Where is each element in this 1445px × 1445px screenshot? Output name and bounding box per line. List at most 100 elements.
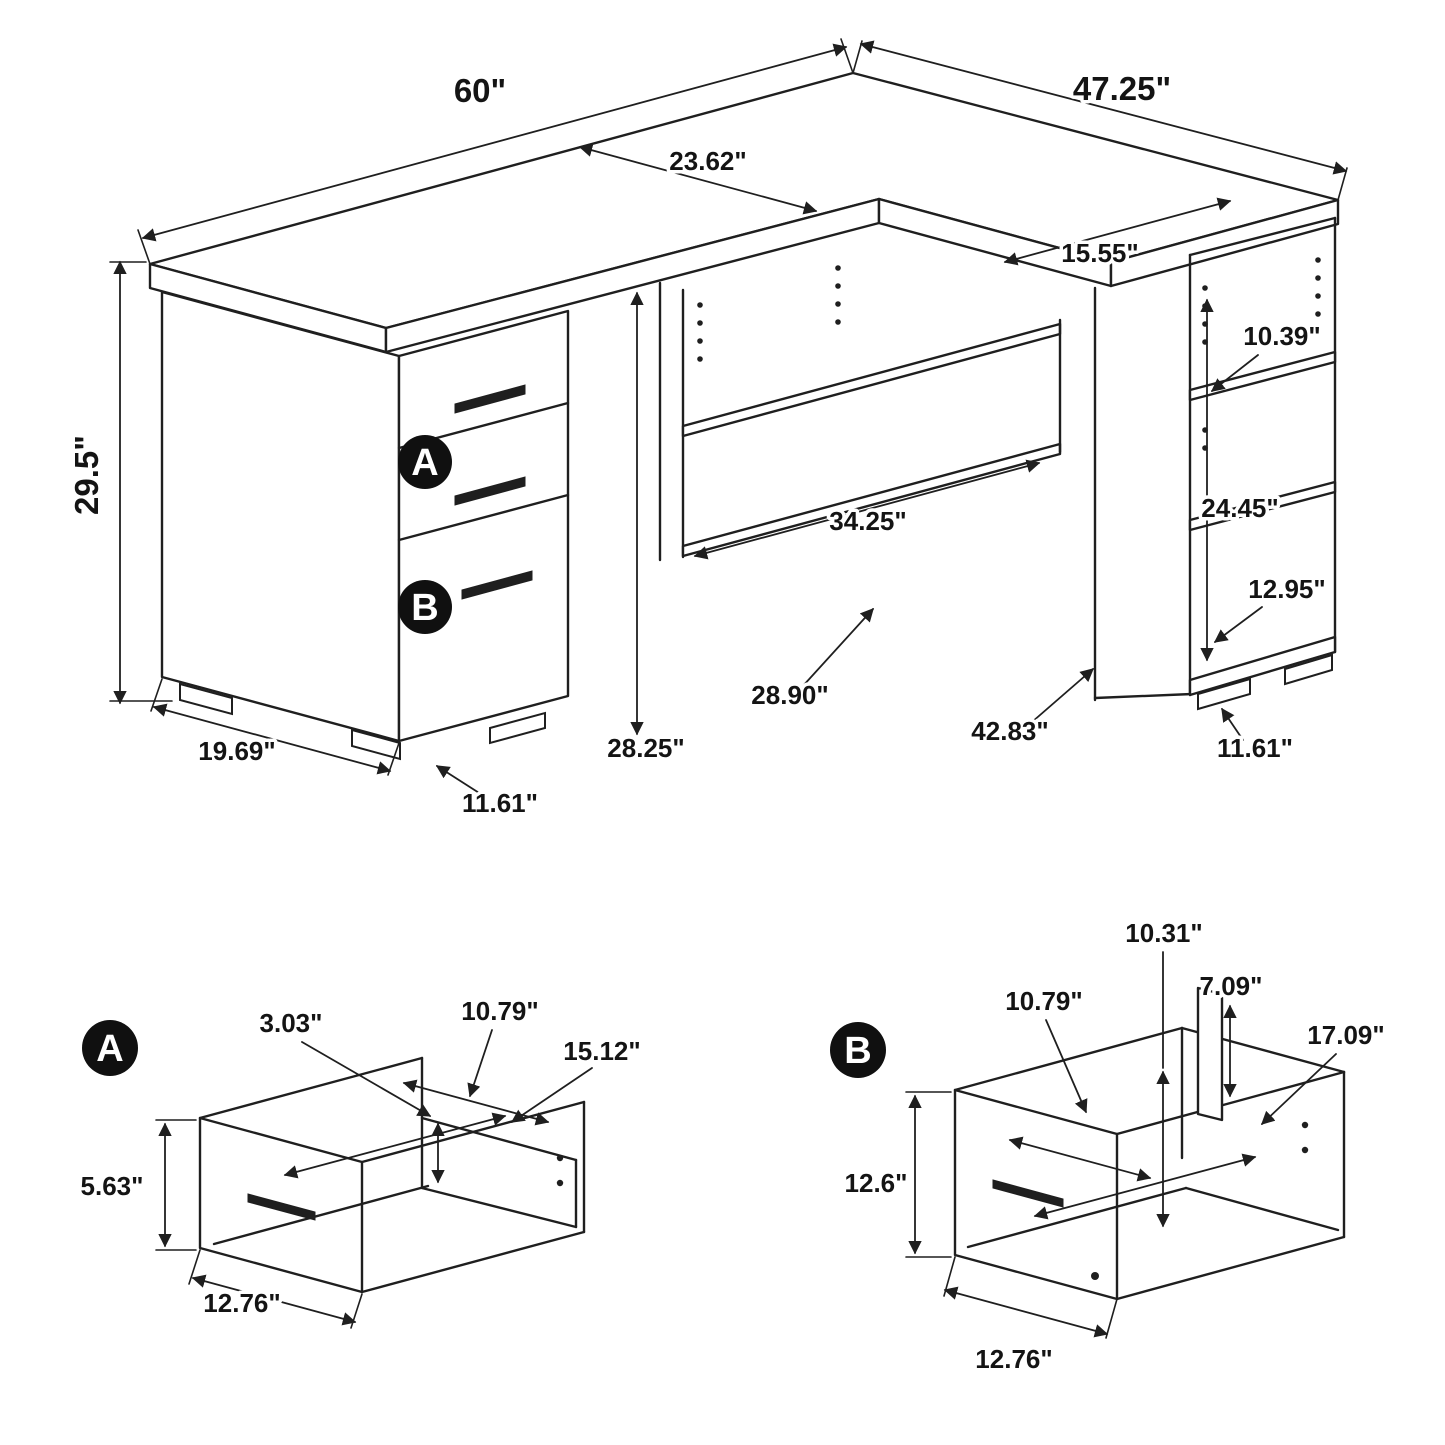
pin-hole — [835, 319, 841, 325]
drawer-b-badge — [398, 580, 452, 634]
pin-hole — [835, 265, 841, 271]
cubby-shelf — [681, 322, 1062, 438]
drawer-b-detail: B 12.6" 12.76" — [830, 915, 1388, 1378]
pin-hole — [1315, 311, 1321, 317]
drawer-a-badge — [398, 435, 452, 489]
bottom-edge — [1115, 1235, 1346, 1301]
dim-inner-width: 10.79" — [1005, 986, 1082, 1016]
dim-line — [943, 1286, 1109, 1338]
screw-hole — [1301, 1146, 1309, 1154]
drawer-b-detail-badge-letter: B — [844, 1030, 871, 1072]
desk-top-surface — [148, 71, 1340, 330]
leader-line — [510, 1067, 593, 1123]
leader-line — [1031, 668, 1095, 723]
drawer-handle — [461, 570, 533, 600]
drawer-a-badge-letter: A — [411, 442, 438, 484]
dim-line — [1033, 1153, 1257, 1220]
dim-left-foot-depth: 11.61" — [462, 788, 538, 818]
leader-line — [1213, 606, 1263, 643]
drawer-b-detail-badge — [830, 1022, 886, 1078]
leader-line — [1045, 1019, 1088, 1114]
shelf-board — [1188, 350, 1337, 402]
dim-clearance-height: 28.25" — [607, 733, 684, 763]
leader-line — [1210, 354, 1259, 392]
dim-shelf-depth: 10.39" — [1243, 321, 1320, 351]
interior-bottom-edge — [420, 1186, 578, 1229]
drawer-divider — [397, 493, 570, 542]
interior-bottom-edge — [212, 1184, 430, 1246]
dim-inner-width: 10.79" — [461, 996, 538, 1026]
extension-line — [188, 1249, 201, 1285]
screw-hole — [556, 1154, 564, 1162]
dim-pedestal-depth: 19.69" — [198, 736, 275, 766]
foot — [1197, 677, 1251, 711]
dim-wing-length: 47.25" — [1073, 70, 1171, 107]
drawer-b-dimensions: 12.6" 12.76" 10.31" 10.79" 7.09" 17.09" — [841, 915, 1388, 1378]
pin-hole — [697, 338, 703, 344]
drawer-b-badge-letter: B — [411, 587, 438, 629]
dim-front-height: 12.6" — [845, 1168, 908, 1198]
leader-line — [1261, 1053, 1337, 1125]
shelf-unit-kick — [1188, 635, 1337, 697]
dim-line — [578, 143, 818, 215]
leader-line — [301, 1041, 432, 1117]
dim-inner-depth: 15.12" — [563, 1036, 640, 1066]
extension-line — [840, 38, 854, 74]
dim-line — [191, 1274, 357, 1326]
leader-line — [801, 608, 874, 688]
drawer-a-detail: A 5.63" 12.76" — [77, 993, 644, 1329]
dim-line — [152, 703, 392, 775]
pedestal-front-face — [397, 309, 570, 743]
pin-hole — [697, 356, 703, 362]
cubby-bottom — [681, 442, 1062, 558]
drawer-handle — [247, 1193, 316, 1221]
foot — [1284, 653, 1333, 686]
dim-front-height: 5.63" — [81, 1171, 144, 1201]
dim-shelf-column-height: 24.45" — [1201, 493, 1278, 523]
dim-desk-height: 29.5" — [68, 435, 105, 515]
side-top-edge — [953, 1026, 1184, 1092]
dim-wing-clearance: 42.83" — [971, 716, 1048, 746]
leader-line — [435, 765, 488, 799]
shelf-unit — [1188, 216, 1337, 711]
drawer-a-detail-badge-letter: A — [96, 1028, 123, 1070]
bottom-edge — [360, 1230, 586, 1294]
screw-hole — [1301, 1121, 1309, 1129]
extension-line — [1337, 167, 1348, 201]
side-top-edge — [198, 1056, 424, 1120]
drawer-a-dimensions: 5.63" 12.76" 3.03" 10.79" 15.12" — [77, 993, 644, 1329]
pin-hole — [697, 302, 703, 308]
pedestal-side-panel — [160, 290, 401, 743]
drawer-b-box — [953, 986, 1346, 1301]
dim-front-width: 12.76" — [203, 1288, 280, 1318]
dim-cubby-diagonal: 28.90" — [751, 680, 828, 710]
extension-line — [137, 229, 151, 265]
dim-wing-depth: 15.55" — [1061, 238, 1138, 268]
extension-line — [350, 1293, 363, 1329]
pin-hole — [1315, 257, 1321, 263]
dim-front-width: 12.76" — [975, 1344, 1052, 1374]
dim-line — [283, 1112, 507, 1179]
leader-line — [467, 1029, 493, 1098]
dim-shelf-gap: 12.95" — [1248, 574, 1325, 604]
pin-hole — [697, 320, 703, 326]
dim-rail-height: 7.09" — [1200, 971, 1263, 1001]
dim-desk-depth: 23.62" — [669, 146, 746, 176]
dim-line — [859, 40, 1348, 175]
file-rail-panel — [1196, 986, 1224, 1122]
dim-line — [141, 43, 848, 242]
dim-right-foot-depth: 11.61" — [1217, 733, 1293, 763]
floor-edge — [1093, 692, 1194, 700]
screw-hole — [1091, 1272, 1099, 1280]
pin-hole — [1315, 293, 1321, 299]
drawer-handle — [454, 476, 526, 506]
leader-line — [1221, 707, 1244, 741]
desk-top — [148, 71, 1340, 354]
dim-line — [693, 459, 1041, 560]
pin-hole — [835, 301, 841, 307]
drawer-a-detail-badge — [82, 1020, 138, 1076]
dim-back-height: 3.03" — [260, 1008, 323, 1038]
interior-bottom-edge — [1184, 1186, 1340, 1232]
